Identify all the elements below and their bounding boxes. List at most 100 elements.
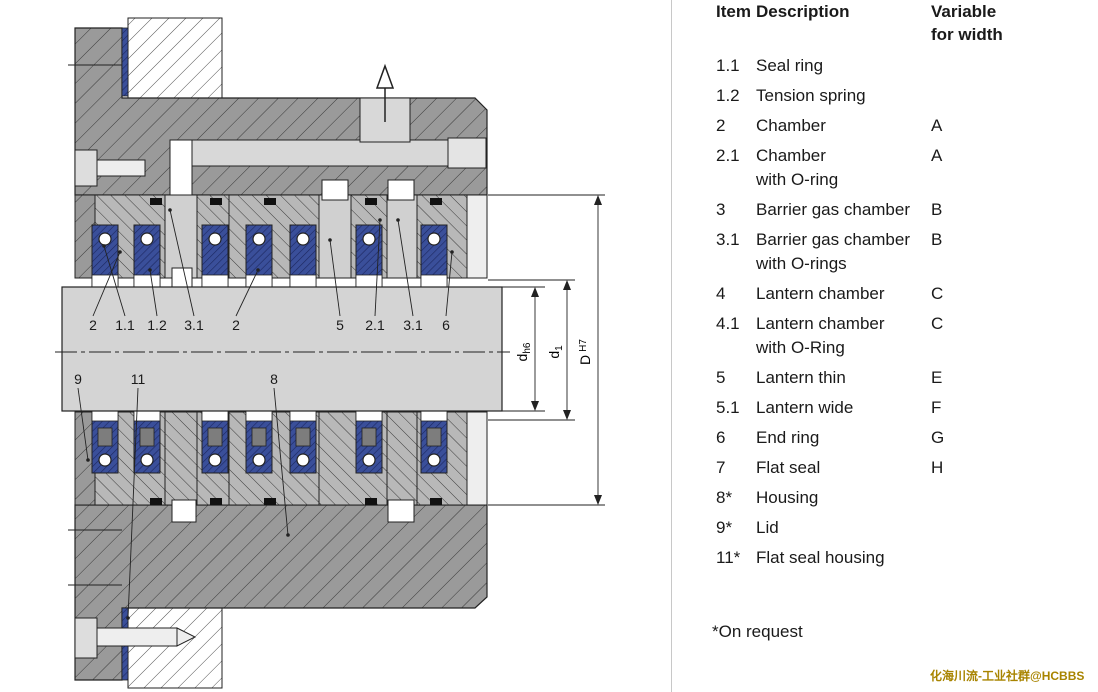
gas-drill <box>169 139 193 201</box>
legend-item-description: Lantern chamber <box>756 284 885 303</box>
legend-item-number: 1.2 <box>716 86 740 105</box>
footnote: *On request <box>712 622 803 641</box>
legend-item-variable: F <box>931 398 942 417</box>
spacer-pad <box>264 198 276 205</box>
seal-ring <box>133 410 161 474</box>
seal-ring <box>201 224 229 288</box>
spacer-pad <box>150 198 162 205</box>
item-label: 2 <box>89 317 97 333</box>
item-label: 3.1 <box>184 317 204 333</box>
legend-item-variable: B <box>931 230 943 249</box>
item-label: 3.1 <box>403 317 423 333</box>
panel-divider <box>671 0 672 692</box>
legend-item-number: 4 <box>716 284 726 303</box>
legend-item-number: 7 <box>716 458 726 477</box>
seal-rings-bottom <box>91 410 448 474</box>
legend-item-description: Seal ring <box>756 56 824 75</box>
seal-ring <box>355 410 383 474</box>
spacer-pad <box>430 198 442 205</box>
legend-item-number: 9* <box>716 518 733 537</box>
legend-item-description: Lantern wide <box>756 398 854 417</box>
dim-dh6: dh6 <box>514 342 533 361</box>
dimension-arrows <box>531 195 602 505</box>
watermark: 化海川流-工业社群@HCBBS <box>930 669 1085 683</box>
spacer-pad <box>210 198 222 205</box>
legend-item-variable: C <box>931 284 944 303</box>
bolt-top-shank <box>96 159 146 177</box>
seal-ring <box>245 410 273 474</box>
legend-item-number: 3 <box>716 200 726 219</box>
bolt-bottom-tip <box>176 627 197 647</box>
item-label: 8 <box>270 371 278 387</box>
seal-ring <box>245 224 273 288</box>
spacer-pad <box>430 498 442 505</box>
seal-ring <box>133 224 161 288</box>
item-label: 1.2 <box>147 317 167 333</box>
legend-item-variable: H <box>931 458 944 477</box>
item-label: 5 <box>336 317 344 333</box>
wall-top <box>127 17 223 99</box>
item-label: 6 <box>442 317 450 333</box>
seal-rings-top <box>91 198 448 505</box>
legend-item-description: Lantern thin <box>756 368 846 387</box>
header-variable-line2: for width <box>931 25 1003 44</box>
legend-item-variable: A <box>931 116 943 135</box>
spacer-pad <box>365 198 377 205</box>
legend-item-description: Housing <box>756 488 819 507</box>
legend-item-number: 4.1 <box>716 314 740 333</box>
header-item: Item <box>716 2 751 21</box>
legend-item-description: Tension spring <box>756 86 866 105</box>
header-variable-line1: Variable <box>931 2 997 21</box>
spacer-pad <box>150 498 162 505</box>
legend-item-number: 5.1 <box>716 398 740 417</box>
gas-channel <box>171 139 453 167</box>
legend-item-number: 1.1 <box>716 56 740 75</box>
legend-item-description: Flat seal <box>756 458 821 477</box>
legend-item-number: 8* <box>716 488 733 507</box>
legend-item-description: Lid <box>756 518 779 537</box>
gas-plug <box>447 137 487 169</box>
flow-arrow-head <box>375 63 395 89</box>
item-label: 2.1 <box>365 317 385 333</box>
legend-item-number: 2 <box>716 116 726 135</box>
dimension-lines <box>488 194 605 506</box>
legend-item-number: 6 <box>716 428 726 447</box>
housing-bottom <box>74 504 488 681</box>
legend-table: Item Description Variable for width 1.1 S… <box>716 0 1096 692</box>
spacer-pad <box>365 498 377 505</box>
spacer-pad <box>264 498 276 505</box>
end-plate <box>466 194 488 279</box>
wall-bottom <box>127 607 223 689</box>
bolt-top <box>74 149 98 187</box>
legend-item-number: 3.1 <box>716 230 740 249</box>
bolt-bottom <box>74 617 98 659</box>
legend-item-number: 5 <box>716 368 726 387</box>
legend-item-number: 2.1 <box>716 146 740 165</box>
shaft <box>61 286 503 412</box>
legend-item-variable: G <box>931 428 945 447</box>
dim-d1: d1 <box>546 345 565 359</box>
seal-ring <box>91 224 119 288</box>
seal-ring <box>201 410 229 474</box>
seal-ring <box>289 224 317 288</box>
legend-item-number: 11* <box>716 548 741 567</box>
header-description: Description <box>756 2 850 21</box>
dim-DH7: DH7 <box>577 339 593 365</box>
seal-ring <box>355 224 383 288</box>
spacer-pad <box>210 498 222 505</box>
bolt-bottom-shank <box>96 627 178 647</box>
flat-seal-top <box>121 27 129 97</box>
legend-item-description: End ring <box>756 428 820 447</box>
header-variable: Variable for width <box>931 0 1003 46</box>
legend-item-variable: C <box>931 314 944 333</box>
seal-ring <box>420 410 448 474</box>
legend-item-variable: E <box>931 368 943 387</box>
seal-ring <box>289 410 317 474</box>
leader-lines <box>77 208 454 620</box>
